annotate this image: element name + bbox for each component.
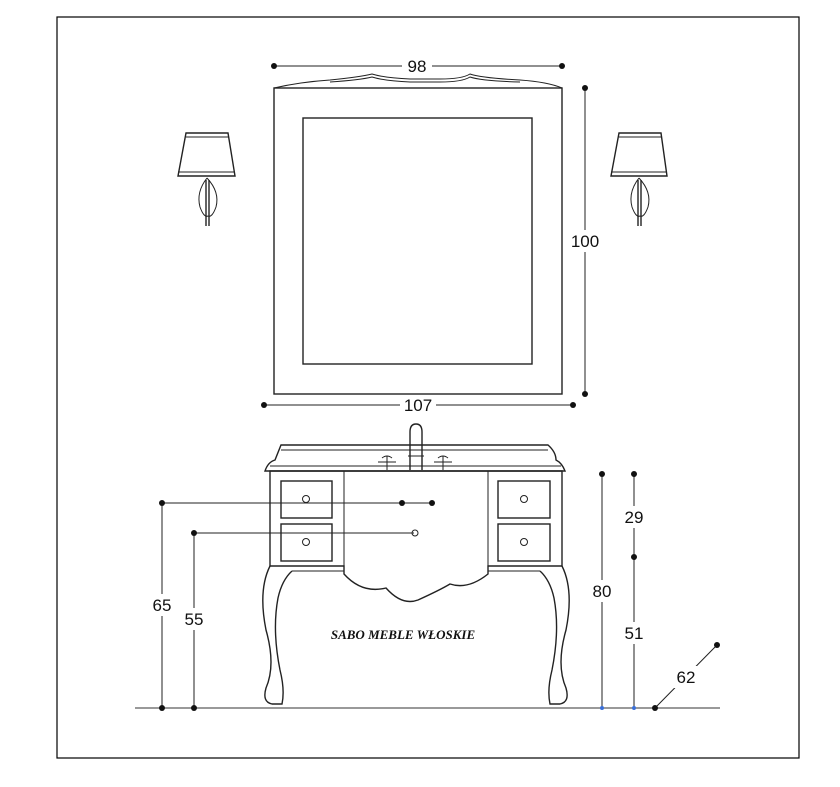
dim-total-height-80: 80 [587,471,617,710]
mirror [273,73,563,395]
dim-label-107: 107 [404,396,432,415]
dim-mirror-bottom: 107 [261,395,576,415]
brand-label: SABO MEBLE WŁOSKIE [331,627,476,642]
drawing-frame [56,16,800,759]
dim-label-29: 29 [625,508,644,527]
dim-vanity-height-65: 65 [147,500,435,711]
dim-label-55: 55 [185,610,204,629]
dim-depth-62: 62 [652,642,720,711]
dim-mirror-top: 98 [271,56,565,76]
dim-label-65: 65 [153,596,172,615]
dim-drawer-height-55: 55 [179,529,419,711]
dim-mirror-height: 100 [566,85,604,397]
wall-lamp-right [610,132,668,226]
dim-split-29-51: 29 51 [619,471,649,710]
faucet [378,423,452,470]
dim-label-62: 62 [677,668,696,687]
dim-label-80: 80 [593,582,612,601]
dim-label-98: 98 [408,57,427,76]
dim-label-51: 51 [625,624,644,643]
dim-label-100: 100 [571,232,599,251]
vanity [262,423,570,705]
wall-lamp-left [177,132,236,226]
